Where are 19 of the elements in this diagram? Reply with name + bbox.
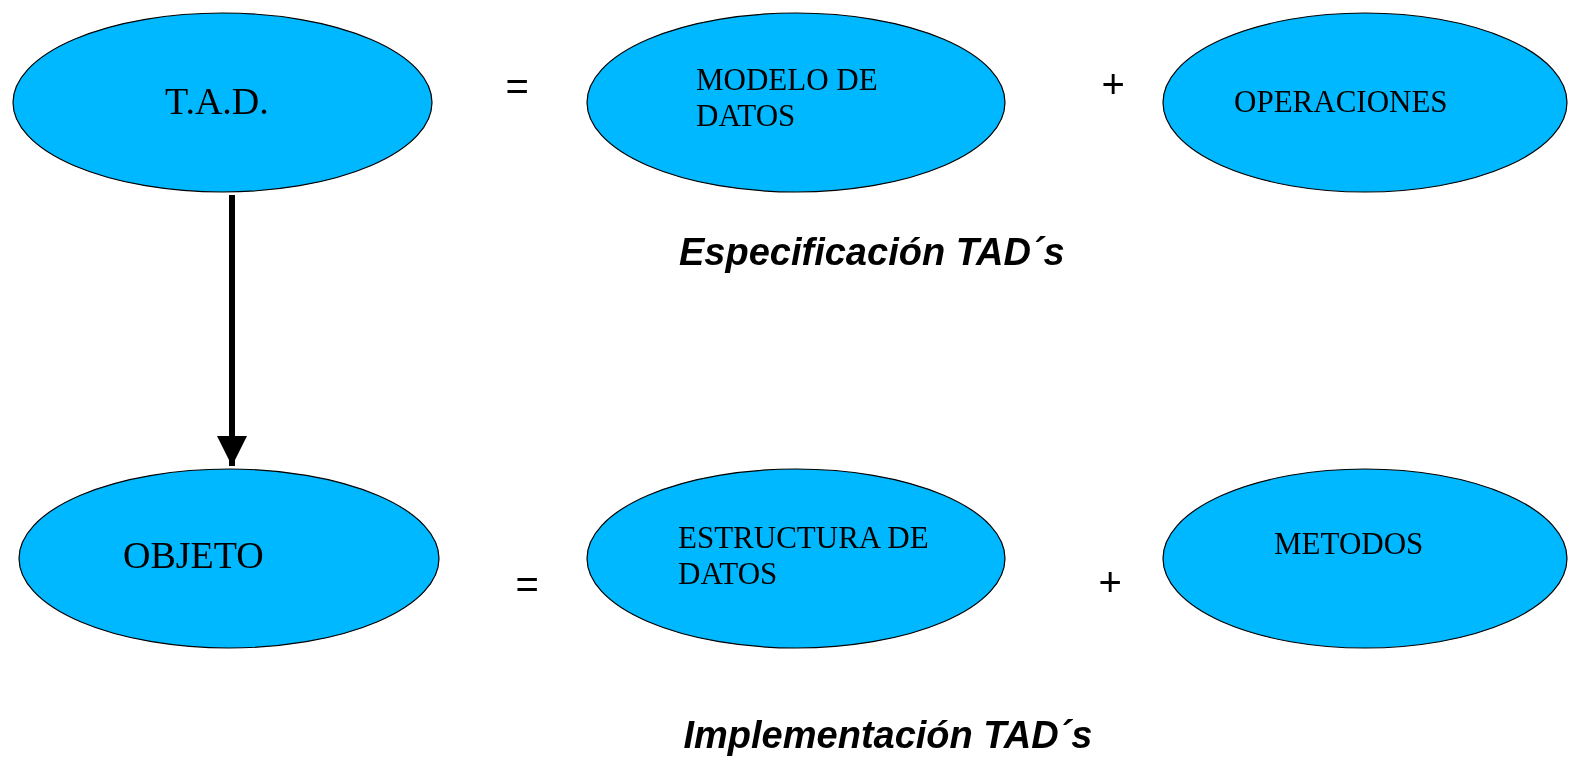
arrow bbox=[217, 195, 247, 466]
node-label: T.A.D. bbox=[165, 80, 269, 124]
oval-node bbox=[18, 468, 440, 649]
oval-node bbox=[1162, 468, 1568, 649]
oval-node bbox=[12, 12, 433, 193]
node-label: OPERACIONES bbox=[1234, 84, 1448, 120]
section-caption: Implementación TAD´s bbox=[683, 713, 1093, 757]
section-caption: Especificación TAD´s bbox=[679, 230, 1065, 274]
equals-sign: = bbox=[515, 561, 539, 607]
node-label: MODELO DE DATOS bbox=[696, 62, 879, 134]
node-label: METODOS bbox=[1274, 526, 1424, 562]
node-label: ESTRUCTURA DE DATOS bbox=[678, 520, 930, 592]
oval-node bbox=[586, 12, 1006, 193]
plus-sign: + bbox=[1101, 61, 1125, 107]
oval-node bbox=[1162, 12, 1568, 193]
oval-node bbox=[586, 468, 1006, 649]
equals-sign: = bbox=[505, 63, 529, 109]
plus-sign: + bbox=[1098, 559, 1122, 605]
node-label: OBJETO bbox=[123, 534, 264, 578]
